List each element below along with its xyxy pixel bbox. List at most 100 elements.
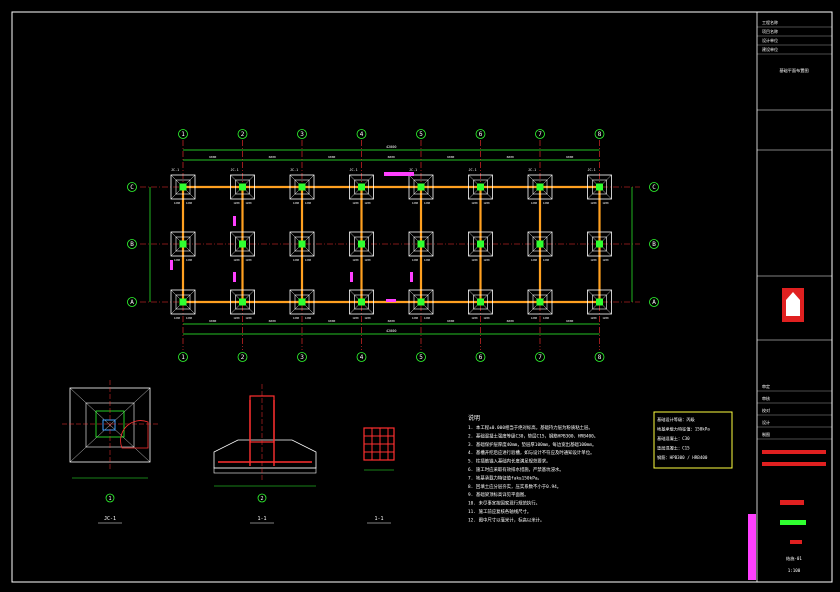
column-section <box>417 183 425 191</box>
note-line: 8. 回填土应分层夯实，压实系数不小于0.94。 <box>468 483 561 490</box>
axis-label-column: 8 <box>598 131 602 138</box>
note-line: 11. 施工前应复核各轴线尺寸。 <box>468 508 531 515</box>
column-section <box>358 240 365 248</box>
column-section <box>477 298 484 306</box>
axis-bubble <box>416 129 426 139</box>
footing-dimension: 1200 <box>531 258 538 262</box>
column-section <box>536 298 544 306</box>
footing-step <box>175 179 191 195</box>
footing-step <box>592 179 607 195</box>
column-section <box>358 298 365 306</box>
title-block-header-row: 设计单位 <box>762 37 778 43</box>
column-section <box>298 298 306 306</box>
dimension-text-bay: 6000 <box>209 319 216 323</box>
axis-label-column: 3 <box>300 131 304 138</box>
axis-bubble <box>127 297 137 307</box>
section-mark-bubble <box>257 493 267 503</box>
footing-step <box>354 179 369 195</box>
axis-label-column: 5 <box>419 131 423 138</box>
section-mark: 2 <box>260 496 263 502</box>
note-line: 12. 图中尺寸以毫米计，标高以米计。 <box>468 516 544 523</box>
footing-step <box>473 179 488 195</box>
approval-row-label: 审定 <box>762 383 770 389</box>
callout-text: 基础设计等级：丙级地基承载力特征值：150kPa基础混凝土：C30垫层混凝土：C… <box>657 416 710 461</box>
footing-outline <box>349 289 374 315</box>
stamp-bar <box>780 500 804 505</box>
footing-label: JC-1 <box>290 168 298 172</box>
footing-step <box>532 179 548 195</box>
footing-dimension: 1200 <box>424 201 431 205</box>
footing-label: JC-1 <box>350 168 358 172</box>
footing-dimension: 1200 <box>245 316 252 320</box>
footing-step <box>413 179 429 195</box>
footing-dimension: 1200 <box>305 258 312 262</box>
axis-bubble <box>535 352 545 362</box>
footing-outline <box>230 231 255 257</box>
axis-bubble <box>237 129 248 139</box>
dimension-text-bay: 6000 <box>269 155 276 159</box>
footing-dimension: 1200 <box>543 316 550 320</box>
column-section-title: 1-1 <box>374 516 383 522</box>
note-line: 5. 柱插筋锚入基础内长度满足规范要求。 <box>468 458 551 465</box>
dimension-text-bay: 6000 <box>507 155 514 159</box>
footing-dimension: 1200 <box>483 316 490 320</box>
footing: 1200 1200 <box>468 289 493 320</box>
axis-bubble <box>475 129 486 139</box>
dimension-text-bay: 6000 <box>447 155 454 159</box>
beam-tag <box>170 260 173 270</box>
column-section <box>358 183 365 191</box>
callout-line: 钢筋：HPB300 / HRB400 <box>657 454 708 461</box>
axis-bubble <box>594 352 605 362</box>
dimension-text-bay: 6000 <box>507 319 514 323</box>
axis-bubble <box>356 129 367 139</box>
title-block-header-row: 建设单位 <box>762 46 778 52</box>
callout-line: 垫层混凝土：C15 <box>657 445 690 452</box>
title-block: 工程名称项目名称设计单位建设单位基础平面布置图审定审核校对设计制图结施-011:… <box>748 11 833 583</box>
axis-label-row: B <box>652 241 656 248</box>
footing-dimension: 1200 <box>364 201 371 205</box>
note-line: 1. 本工程±0.000相当于绝对标高，基础持力层为粉质粘土层。 <box>468 424 593 431</box>
footing-outline <box>587 174 612 200</box>
footing-step <box>592 294 607 310</box>
callout-box <box>653 411 733 469</box>
footing-step <box>175 294 191 310</box>
beam-tag <box>233 272 236 282</box>
footing-outline <box>170 174 196 200</box>
footing-step <box>532 236 548 252</box>
footing-outline <box>349 231 374 257</box>
note-line: 10. 未尽事宜按国家现行规范执行。 <box>468 500 540 507</box>
footing-step <box>235 236 250 252</box>
axis-bubble <box>649 239 659 249</box>
footing-dimension: 1200 <box>471 316 478 320</box>
section-bedding <box>213 467 317 474</box>
axis-bubble <box>356 352 367 362</box>
footing-step <box>235 294 250 310</box>
footing-dimension: 1200 <box>590 258 597 262</box>
stamp-bar <box>780 520 806 525</box>
column-section <box>596 298 603 306</box>
footing-dimension: 1200 <box>174 316 181 320</box>
footing-outline <box>468 174 493 200</box>
column-section <box>239 298 246 306</box>
axis-label-column: 7 <box>538 131 542 138</box>
footing-dimension: 1200 <box>412 201 419 205</box>
footing-dimension: 1200 <box>543 201 550 205</box>
footing-dimension: 1200 <box>424 258 431 262</box>
beam-tag <box>386 299 396 302</box>
stamp-bar <box>762 450 826 454</box>
general-notes: 说明 1. 本工程±0.000相当于绝对标高，基础持力层为粉质粘土层。2. 基础… <box>468 414 598 523</box>
footing-label: JC-1 <box>409 168 417 172</box>
footing-dimension: 1200 <box>233 258 240 262</box>
axis-bubble <box>416 352 426 362</box>
footing-outline <box>468 231 493 257</box>
footing-outline <box>289 289 315 315</box>
company-logo-mark <box>786 292 800 316</box>
